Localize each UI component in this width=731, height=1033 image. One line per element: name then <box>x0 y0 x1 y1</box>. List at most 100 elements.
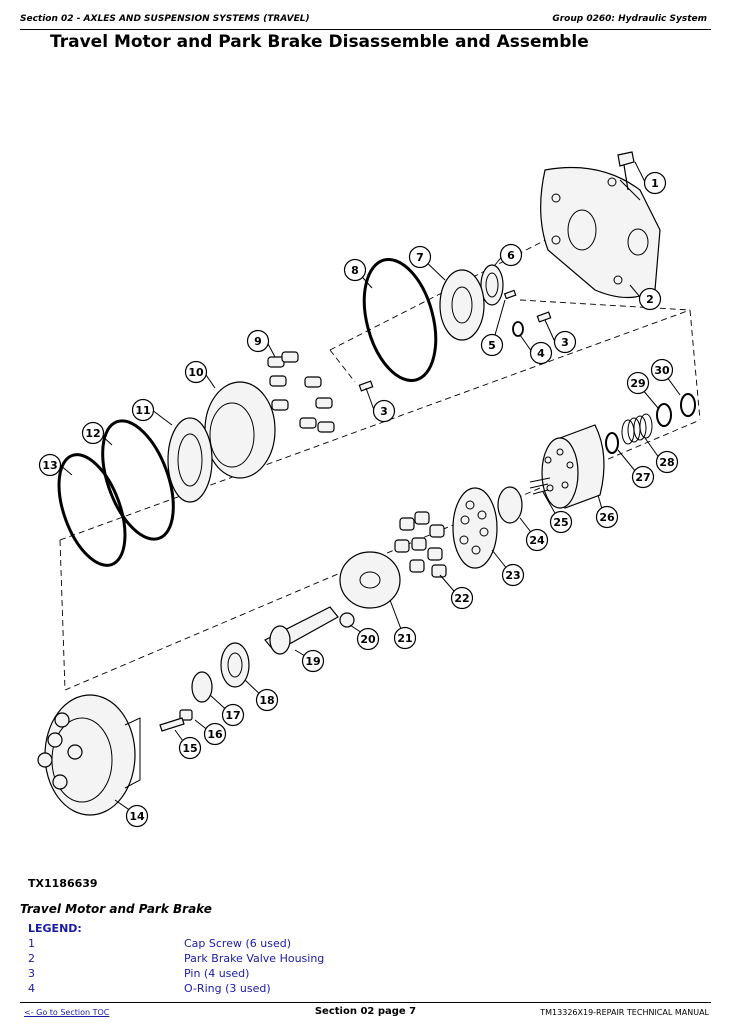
callout-2: 2 <box>638 287 662 311</box>
callout-29: 29 <box>626 371 650 395</box>
retainer-plate-23 <box>452 487 498 569</box>
pin <box>358 380 374 392</box>
callout-27: 27 <box>631 465 655 489</box>
callout-label: 20 <box>360 633 376 646</box>
callout-label: 21 <box>397 632 412 645</box>
callout-label: 27 <box>635 471 650 484</box>
callout-7: 7 <box>408 245 432 269</box>
callout-16: 16 <box>203 722 227 746</box>
pistons-22 <box>394 511 447 578</box>
legend-number: 4 <box>28 982 35 995</box>
callout-12: 12 <box>81 421 105 445</box>
friction-plate-11 <box>167 417 213 503</box>
manual-name: TM13326X19-REPAIR TECHNICAL MANUAL <box>540 1008 709 1017</box>
washer-17 <box>191 671 213 703</box>
plate-7 <box>439 269 485 341</box>
callout-24: 24 <box>525 528 549 552</box>
callout-8: 8 <box>343 258 367 282</box>
ball-guide-24 <box>497 486 523 524</box>
o-ring-12 <box>101 419 175 541</box>
callout-label: 23 <box>505 569 520 582</box>
callout-label: 6 <box>507 249 515 262</box>
legend-description: O-Ring (3 used) <box>184 982 271 995</box>
figure-caption: Travel Motor and Park Brake <box>20 902 212 916</box>
callout-23: 23 <box>501 563 525 587</box>
legend-item: 3 Pin (4 used) <box>28 967 388 982</box>
callout-label: 29 <box>630 377 645 390</box>
callout-14: 14 <box>125 804 149 828</box>
snap-ring-30 <box>680 393 696 417</box>
shaft-19 <box>264 606 339 655</box>
callout-label: 3 <box>561 336 569 349</box>
footer-divider <box>20 1002 711 1003</box>
callout-20: 20 <box>356 627 380 651</box>
callout-label: 2 <box>646 293 654 306</box>
callout-9: 9 <box>246 329 270 353</box>
pin <box>536 311 552 323</box>
callout-label: 8 <box>351 264 359 277</box>
washer-29 <box>656 403 672 427</box>
legend-number: 2 <box>28 952 35 965</box>
callout-label: 4 <box>537 347 545 360</box>
callout-label: 7 <box>416 251 424 264</box>
callout-15: 15 <box>178 736 202 760</box>
page-number: Section 02 page 7 <box>314 1006 417 1017</box>
callout-label: 10 <box>188 366 204 379</box>
callout-label: 17 <box>225 709 240 722</box>
group-header: Group 0260: Hydraulic System <box>552 14 707 24</box>
motor-hub-14 <box>37 694 141 816</box>
swashplate-21 <box>339 551 401 609</box>
callout-26: 26 <box>595 505 619 529</box>
callout-13: 13 <box>38 453 62 477</box>
callout-17: 17 <box>221 703 245 727</box>
callout-label: 15 <box>182 742 197 755</box>
section-header: Section 02 - AXLES AND SUSPENSION SYSTEM… <box>20 14 310 24</box>
legend-description: Park Brake Valve Housing <box>184 952 325 965</box>
callout-10: 10 <box>184 360 208 384</box>
callout-label: 13 <box>42 459 57 472</box>
callout-3: 3 <box>372 399 396 423</box>
legend-number: 1 <box>28 937 35 950</box>
friction-plate-11-inner <box>177 433 203 487</box>
callout-4: 4 <box>529 341 553 365</box>
callout-label: 24 <box>529 534 545 547</box>
callout-label: 28 <box>659 456 674 469</box>
callout-label: 12 <box>85 427 100 440</box>
callout-5: 5 <box>480 333 504 357</box>
section-toc-link[interactable]: <- Go to Section TOC <box>24 1008 110 1017</box>
callout-21: 21 <box>393 626 417 650</box>
ball-20 <box>339 612 355 628</box>
cap-screw <box>617 151 635 191</box>
legend-item: 1 Cap Screw (6 used) <box>28 937 388 952</box>
callout-1: 1 <box>643 171 667 195</box>
callout-label: 1 <box>651 177 659 190</box>
callout-label: 5 <box>488 339 496 352</box>
screw-15 <box>159 717 185 732</box>
callout-label: 11 <box>135 404 150 417</box>
brake-piston-10 <box>204 381 276 479</box>
callout-label: 26 <box>599 511 615 524</box>
spring-28 <box>621 413 653 445</box>
callout-label: 22 <box>454 592 469 605</box>
callout-28: 28 <box>655 450 679 474</box>
callout-18: 18 <box>255 688 279 712</box>
legend-description: Pin (4 used) <box>184 967 250 980</box>
bearing-18 <box>220 642 250 688</box>
cylinder-block-26 <box>541 424 605 509</box>
legend-title: LEGEND: <box>28 922 82 935</box>
springs-9 <box>267 351 335 433</box>
pins-25 <box>529 477 551 495</box>
plug-16 <box>179 709 193 721</box>
o-ring-13 <box>57 453 127 567</box>
callout-label: 30 <box>654 364 670 377</box>
park-brake-valve-housing <box>540 166 661 299</box>
callout-25: 25 <box>549 510 573 534</box>
header-divider <box>20 29 711 30</box>
figure-id: TX1186639 <box>28 877 98 890</box>
callout-3: 3 <box>553 330 577 354</box>
exploded-view-diagram: 1234567891011121314151617181920212223242… <box>37 151 701 828</box>
callout-label: 9 <box>254 335 262 348</box>
legend-item: 4 O-Ring (3 used) <box>28 982 388 997</box>
callout-label: 18 <box>259 694 274 707</box>
